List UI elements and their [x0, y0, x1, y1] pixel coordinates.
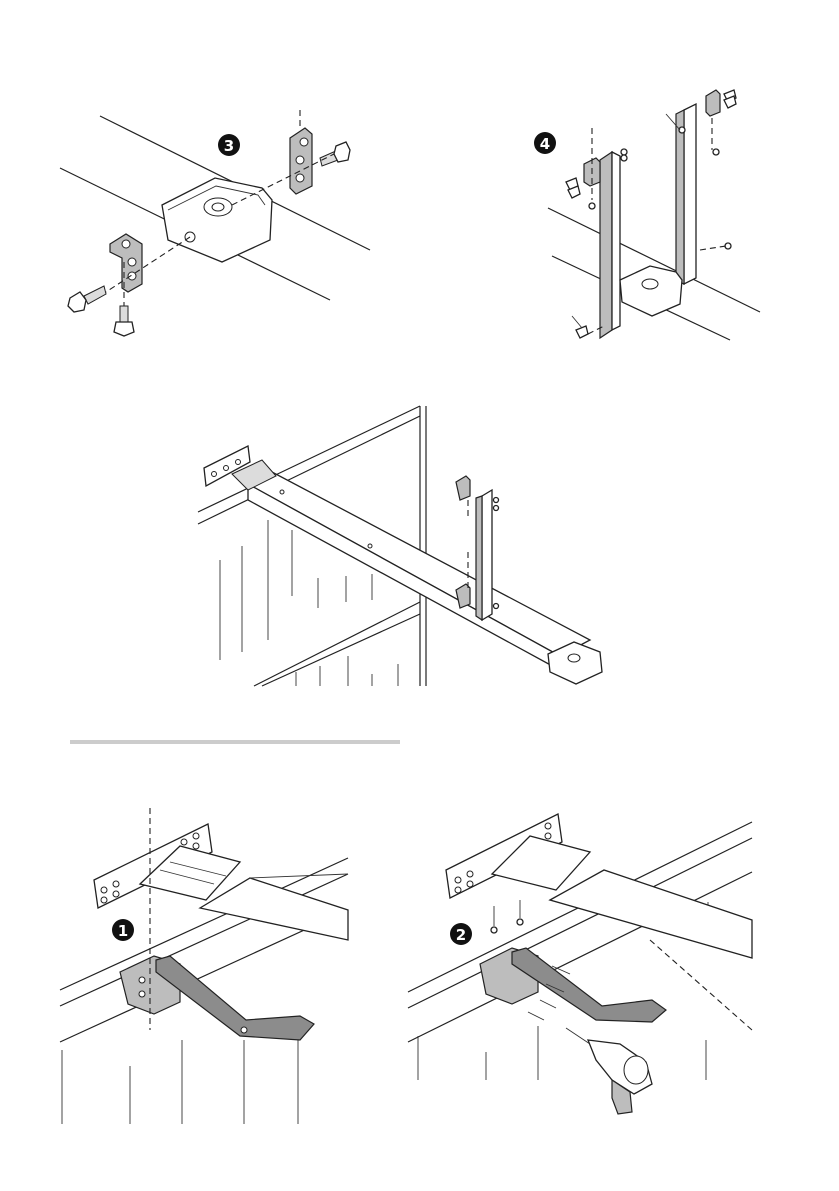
power-drill-icon — [566, 1028, 652, 1114]
step-badge-2: 2 — [450, 923, 472, 945]
svg-text:2: 2 — [456, 926, 466, 944]
